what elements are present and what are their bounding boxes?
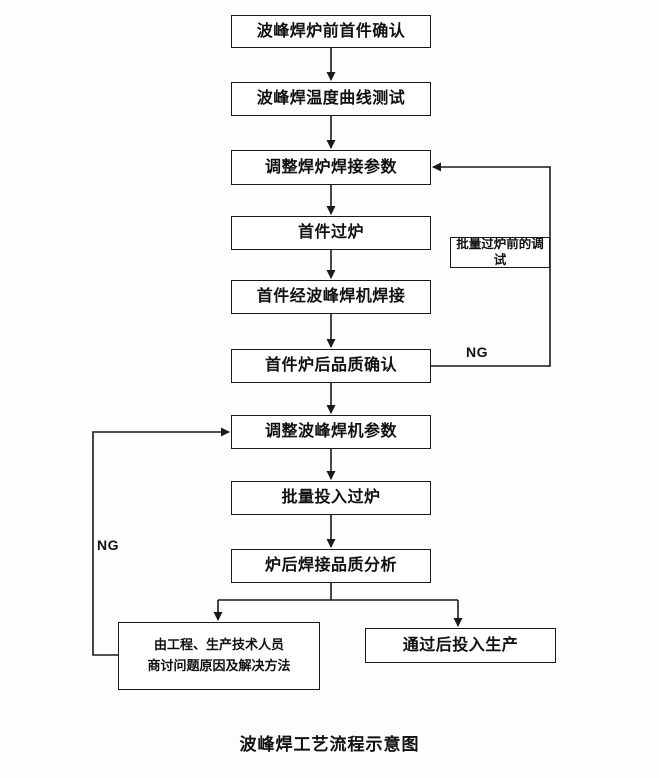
step-discuss-causes-and-solutions: 由工程、生产技术人员 商讨问题原因及解决方法 (118, 622, 320, 690)
diagram-title: 波峰焊工艺流程示意图 (239, 735, 420, 754)
step-first-article-through-oven: 首件过炉 (231, 216, 431, 250)
step-release-to-production: 通过后投入生产 (365, 628, 556, 663)
step-batch-into-oven: 批量投入过炉 (231, 481, 431, 515)
step-first-article-post-oven-quality-confirm: 首件炉后品质确认 (231, 349, 431, 383)
ng-label-left: NG (97, 537, 119, 553)
step-pre-oven-first-article-confirmation: 波峰焊炉前首件确认 (231, 15, 431, 48)
note-pre-batch-debugging: 批量过炉前的调试 (450, 237, 550, 268)
step-first-article-wave-soldered: 首件经波峰焊机焊接 (231, 280, 431, 314)
step-post-oven-quality-analysis: 炉后焊接品质分析 (231, 549, 431, 583)
discuss-line-1: 由工程、生产技术人员 (153, 637, 284, 653)
feedback-left-ng (92, 427, 230, 656)
ng-label-right: NG (466, 344, 488, 360)
feedback-right-ng (431, 162, 551, 367)
step-adjust-oven-solder-parameters: 调整焊炉焊接参数 (231, 150, 431, 185)
discuss-line-2: 商讨问题原因及解决方法 (147, 658, 291, 673)
step-temperature-profile-test: 波峰焊温度曲线测试 (231, 82, 431, 116)
step-adjust-wave-machine-parameters: 调整波峰焊机参数 (231, 415, 431, 449)
